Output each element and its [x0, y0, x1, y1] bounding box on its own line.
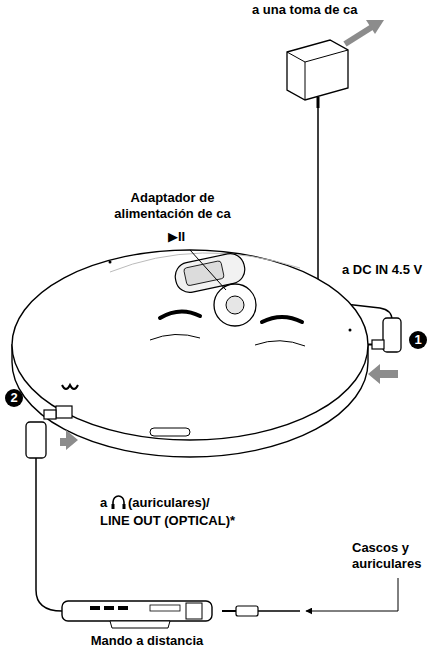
dc-plug — [366, 318, 401, 352]
headphone-icon — [113, 496, 124, 508]
part-name: Mando a distancia — [62, 633, 232, 649]
button-symbol: ▶II — [168, 229, 208, 245]
remote-cord — [36, 458, 62, 611]
leader-line — [306, 578, 398, 611]
insert-arrow — [60, 430, 78, 450]
ac-adapter — [287, 40, 348, 108]
jack-label: LINE OUT (OPTICAL)* — [100, 513, 280, 529]
cd-player — [12, 250, 368, 457]
remote-control — [62, 601, 212, 628]
outlet-label: a una toma de ca — [252, 2, 402, 18]
outlet-arrow — [345, 20, 384, 44]
part-name: Cascos y auriculares — [352, 540, 442, 572]
jack-label: (auriculares)/ — [128, 495, 248, 511]
callout-number: 2 — [5, 389, 23, 407]
jack-label: a DC IN 4.5 V — [342, 262, 442, 278]
callout-number: 1 — [409, 331, 427, 349]
part-name: Adaptador de alimentación de ca — [100, 190, 245, 222]
callout-circle — [409, 331, 427, 349]
callout-circle — [5, 389, 23, 407]
insert-arrow — [368, 364, 398, 384]
leader-line — [190, 250, 226, 290]
earphone-plug — [222, 606, 300, 616]
jack-label: a — [100, 495, 112, 511]
headphone-plug — [26, 410, 56, 458]
